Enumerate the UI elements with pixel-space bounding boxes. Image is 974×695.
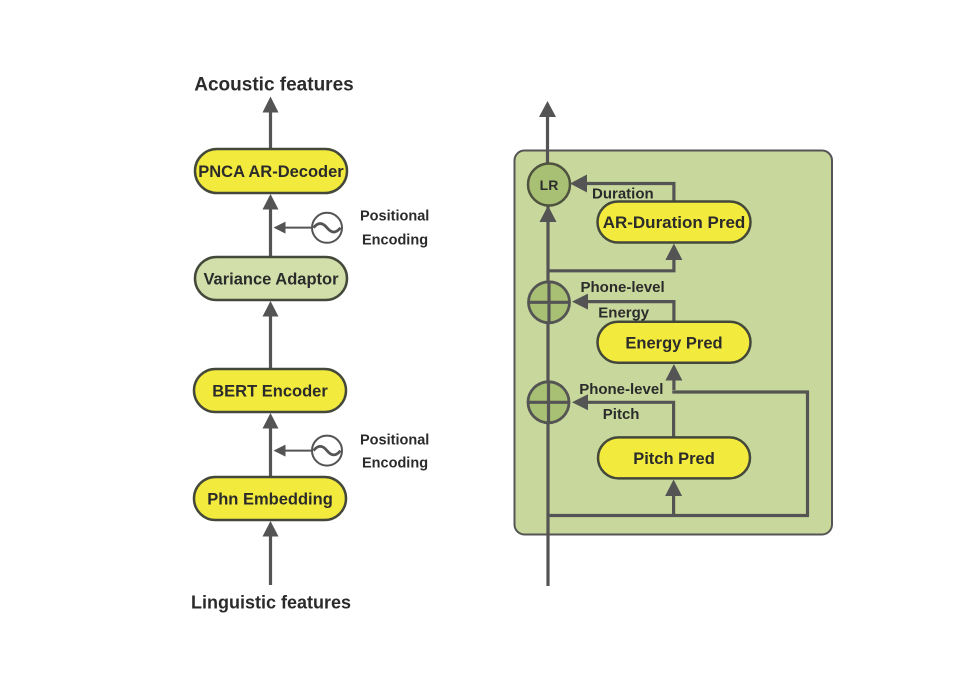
svg-text:Phone-level: Phone-level xyxy=(581,279,665,296)
svg-text:Pitch Pred: Pitch Pred xyxy=(633,450,715,468)
svg-text:Energy: Energy xyxy=(598,305,650,322)
svg-text:Variance Adaptor: Variance Adaptor xyxy=(203,271,339,289)
svg-text:LR: LR xyxy=(540,177,559,193)
svg-text:AR-Duration Pred: AR-Duration Pred xyxy=(603,213,746,232)
svg-text:Phone-level: Phone-level xyxy=(579,381,663,398)
svg-text:BERT Encoder: BERT Encoder xyxy=(212,383,328,401)
svg-text:Positional: Positional xyxy=(360,208,429,224)
svg-text:Encoding: Encoding xyxy=(362,456,428,472)
svg-text:Acoustic features: Acoustic features xyxy=(194,74,353,95)
svg-text:Duration: Duration xyxy=(592,185,654,202)
svg-text:Energy Pred: Energy Pred xyxy=(625,334,722,352)
svg-text:PNCA AR-Decoder: PNCA AR-Decoder xyxy=(198,163,344,181)
svg-text:Phn Embedding: Phn Embedding xyxy=(207,491,333,509)
svg-text:Encoding: Encoding xyxy=(362,232,428,248)
svg-text:Pitch: Pitch xyxy=(603,406,640,423)
svg-text:Positional: Positional xyxy=(360,433,429,449)
svg-text:Linguistic features: Linguistic features xyxy=(191,593,351,613)
